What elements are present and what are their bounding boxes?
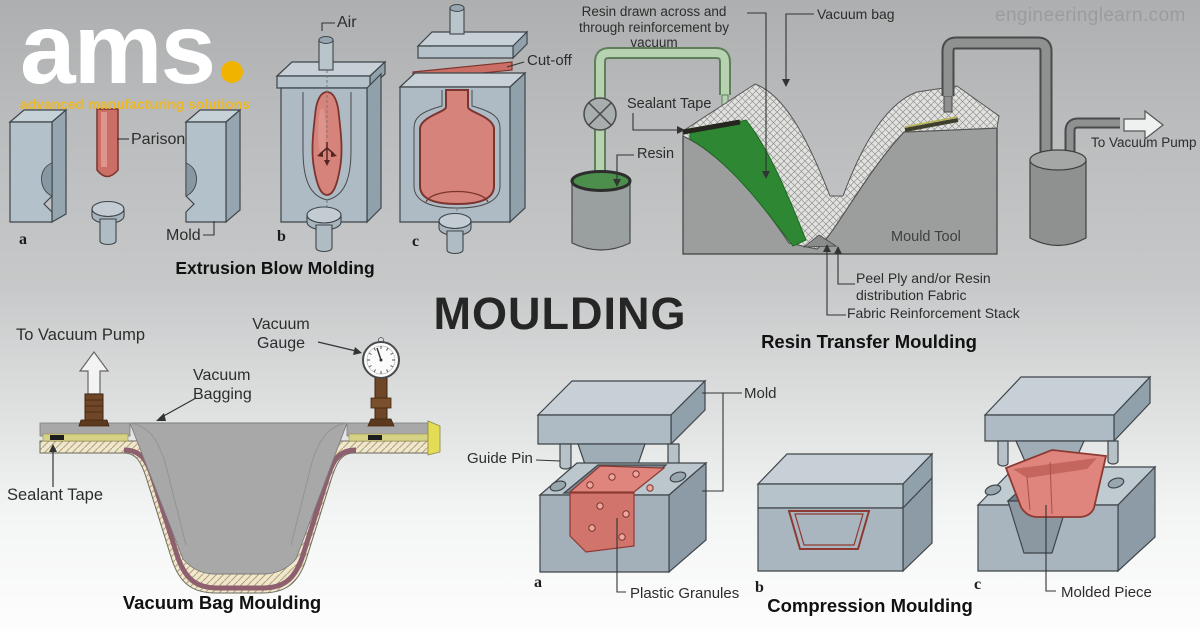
- ams-logo: ams advanced manufacturing solutions: [20, 0, 250, 112]
- mold-leader-line: [203, 221, 215, 236]
- blow-pin-c: [438, 212, 472, 255]
- catch-pot: [1029, 149, 1087, 247]
- up-arrow-icon: [78, 350, 110, 395]
- logo-dot-icon: [221, 61, 244, 83]
- mold-bracket: [702, 392, 742, 492]
- molded-piece-shape: [1004, 449, 1108, 518]
- extrusion-blow-molding-diagram: [8, 4, 529, 255]
- parison-label: Parison: [131, 131, 186, 148]
- vb-to-vacuum-pump-label: To Vacuum Pump: [16, 326, 146, 344]
- page-title: MOULDING: [433, 288, 687, 339]
- punch-a: [536, 379, 707, 477]
- closed-mold-compression: [756, 452, 934, 573]
- step-b-label: b: [277, 228, 286, 245]
- rtm-title: Resin Transfer Moulding: [761, 331, 977, 352]
- vacuum-bag-moulding-diagram: [39, 337, 441, 594]
- vacuum-pipe: [941, 36, 1120, 158]
- vacuum-bag-title: Vacuum Bag Moulding: [122, 592, 322, 613]
- vacuum-gauge-icon: [362, 337, 400, 427]
- compression-title: Compression Moulding: [767, 595, 973, 616]
- inflating-parison: [311, 70, 343, 210]
- logo-tagline: advanced manufacturing solutions: [20, 97, 250, 112]
- logo-wordmark: ams: [20, 0, 216, 105]
- resin-flow: [689, 119, 807, 247]
- to-vacuum-pump-arrow-icon: [1123, 109, 1164, 141]
- fabric-stack-label: Fabric Reinforcement Stack: [847, 305, 1020, 321]
- molded-piece-leader: [1045, 505, 1056, 592]
- guide-pin-label: Guide Pin: [467, 450, 533, 467]
- watermark: engineeringlearn.com: [995, 5, 1186, 26]
- sealant-strip-highlight: [904, 116, 958, 128]
- vb-leader-lines: [52, 341, 357, 487]
- resin-transfer-moulding-diagram: [570, 12, 1164, 316]
- sealant-tape-strips: [42, 420, 441, 456]
- open-mold-right-half: [184, 108, 242, 224]
- parison-shape: [96, 108, 119, 178]
- sealant-strip-left: [682, 119, 741, 135]
- molded-piece-label: Molded Piece: [1061, 584, 1152, 601]
- mould-tool-label: Mould Tool: [891, 229, 961, 245]
- blow-pin-a: [91, 200, 125, 246]
- cutoff-label: Cut-off: [527, 52, 572, 69]
- step-a-label: a: [19, 231, 27, 248]
- comp-step-a-label: a: [534, 574, 542, 591]
- vacuum-port-valve: [78, 350, 110, 427]
- mold-label: Mold: [166, 227, 201, 244]
- granules-leader: [616, 518, 626, 593]
- vacuum-bag-surface: [39, 422, 431, 575]
- molded-part-outline: [787, 510, 871, 550]
- rtm-leader-arrowheads: [613, 79, 842, 254]
- air-leader-line: [321, 22, 335, 31]
- comp-step-c-label: c: [974, 576, 982, 593]
- blown-bottle: [419, 89, 495, 214]
- valve-icon: [583, 97, 617, 131]
- resin-pot: [570, 170, 632, 251]
- vb-leader-arrowheads: [49, 347, 362, 452]
- sealant-strip-right: [904, 118, 959, 132]
- peel-ply-bump: [802, 234, 838, 248]
- comp-step-b-label: b: [755, 579, 764, 596]
- vacuum-bag-label: Vacuum bag: [817, 6, 895, 22]
- rtm-sealant-tape-label: Sealant Tape: [627, 96, 712, 112]
- extrusion-title: Extrusion Blow Molding: [175, 258, 375, 278]
- vb-sealant-tape-label: Sealant Tape: [7, 486, 104, 504]
- resin-label: Resin: [637, 146, 675, 162]
- blow-pin-b: [306, 206, 342, 253]
- plastic-granules-charge: [568, 465, 666, 553]
- vacuum-gauge-label: Vacuum Gauge: [252, 316, 310, 352]
- guide-pin-leader: [535, 459, 561, 462]
- air-label: Air: [337, 14, 357, 31]
- rtm-to-vacuum-pump-label: To Vacuum Pump: [1091, 135, 1197, 150]
- plastic-granules-label: Plastic Granules: [630, 585, 740, 602]
- air-pipe-c: [449, 4, 465, 35]
- peel-ply-label: Peel Ply and/or Resin distribution Fabri…: [856, 270, 991, 303]
- air-pipe: [318, 36, 334, 71]
- compression-moulding-diagram: [535, 375, 1157, 593]
- compression-mold-label: Mold: [744, 385, 777, 402]
- step-c-label: c: [412, 233, 420, 250]
- vacuum-bagging-label: Vacuum Bagging: [193, 367, 252, 403]
- rtm-leader-lines: [616, 12, 855, 316]
- resin-drawn-label: Resin drawn across and through reinforce…: [578, 4, 730, 50]
- cutoff-leader-line: [506, 61, 525, 68]
- open-mold-left-half: [8, 108, 68, 224]
- cutoff-slab: [416, 30, 529, 60]
